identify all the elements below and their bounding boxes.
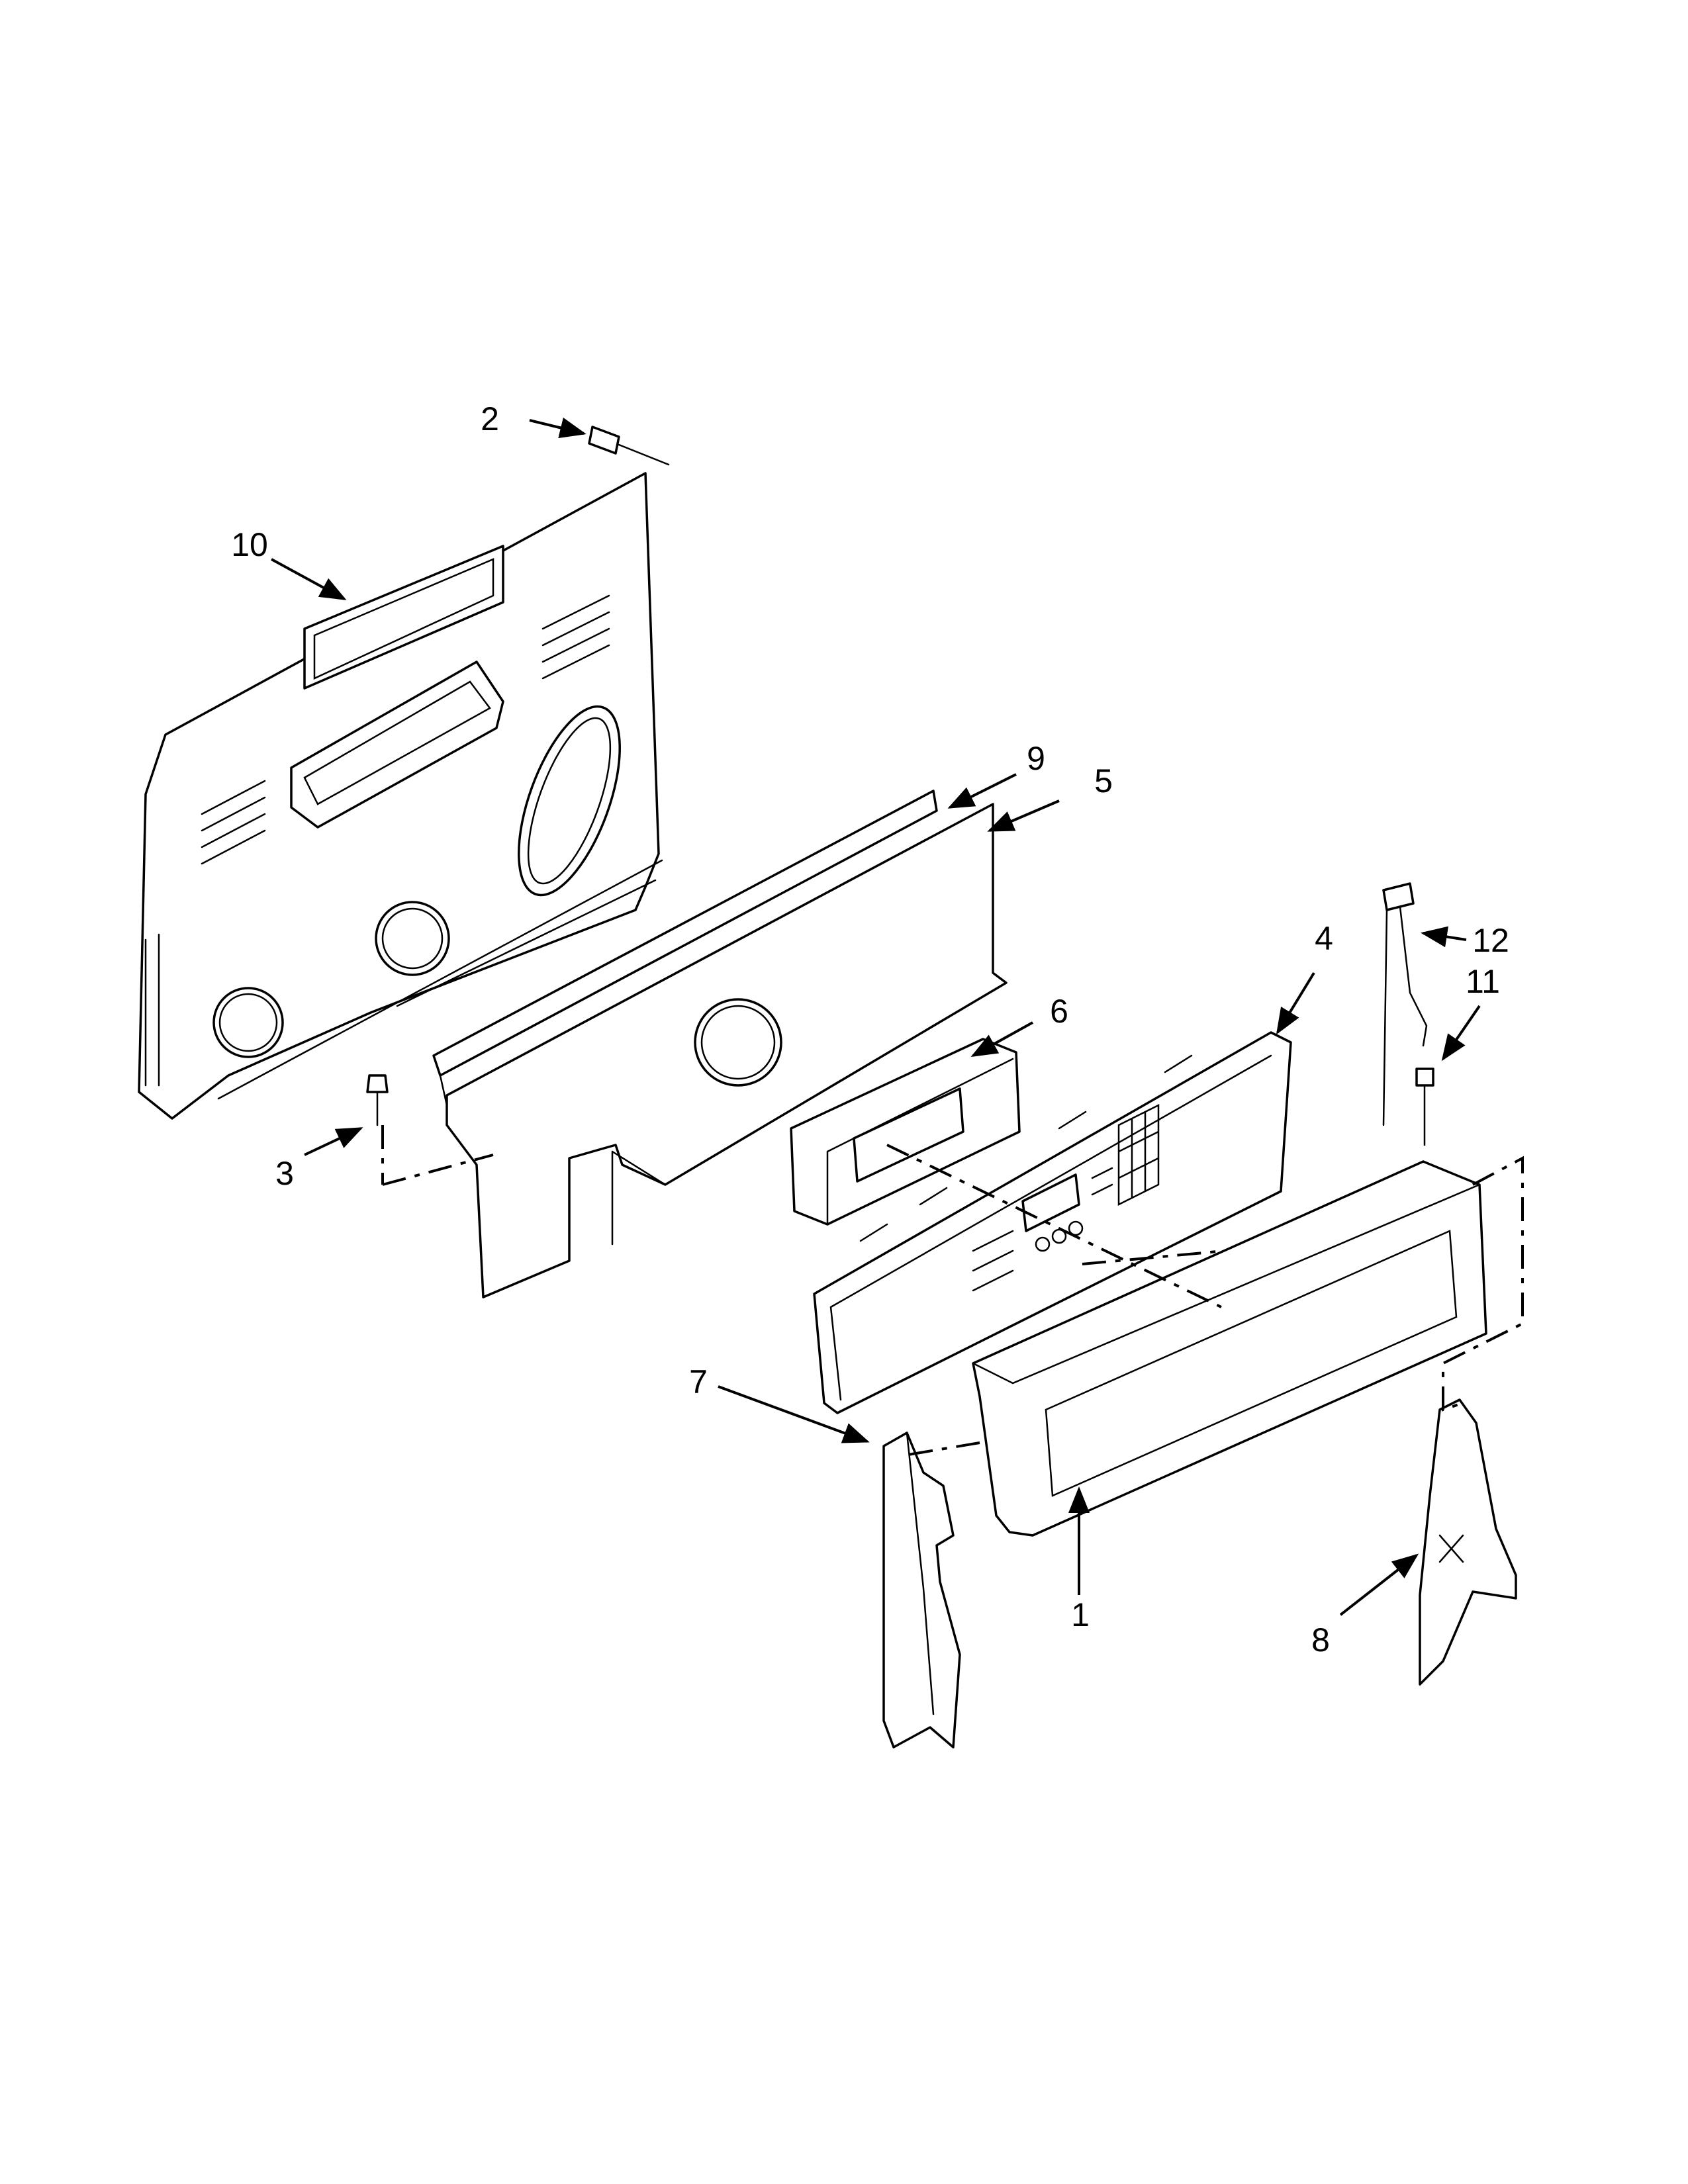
part-rear-panel	[138, 472, 663, 1120]
callout-labels: 2 10 3 9 5 6 4 12 11 7 1 8	[231, 400, 1509, 1659]
callout-7: 7	[689, 1363, 708, 1400]
callout-3: 3	[275, 1155, 294, 1192]
callout-6: 6	[1050, 993, 1068, 1030]
part-right-endcap	[1419, 1398, 1517, 1686]
assembly-lines	[381, 1125, 1524, 1457]
part-left-endcap	[882, 1432, 961, 1749]
callout-10: 10	[231, 526, 268, 563]
part-screw-3	[366, 1074, 389, 1126]
part-console-front	[972, 1160, 1487, 1537]
callout-9: 9	[1027, 740, 1045, 777]
callout-2: 2	[481, 400, 499, 437]
callout-5: 5	[1094, 762, 1113, 799]
part-bracket-5	[445, 803, 1008, 1298]
leader-arrows	[271, 417, 1481, 1616]
callout-11: 11	[1466, 963, 1500, 1000]
part-wire-harness	[1382, 882, 1428, 1126]
callout-1: 1	[1071, 1596, 1090, 1633]
part-sensor	[1415, 1068, 1434, 1146]
part-screw-2	[588, 426, 670, 466]
callout-8: 8	[1311, 1621, 1330, 1659]
callout-4: 4	[1315, 920, 1333, 957]
callout-12: 12	[1472, 922, 1509, 959]
